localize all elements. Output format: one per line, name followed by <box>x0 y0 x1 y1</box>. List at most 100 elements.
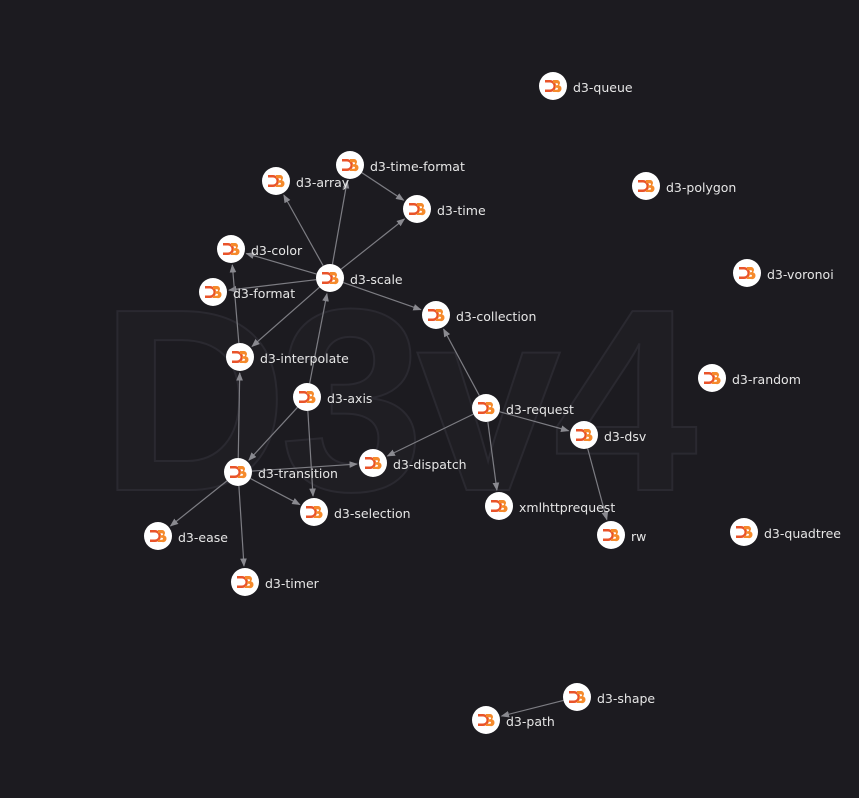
node-label: d3-time <box>437 203 486 218</box>
node-d3-transition[interactable]: d3-transition <box>224 458 338 486</box>
d3-logo-icon <box>638 180 655 193</box>
node-d3-collection[interactable]: d3-collection <box>422 301 536 329</box>
edge-d3-scale-to-d3-array <box>283 194 324 267</box>
node-label: d3-voronoi <box>767 267 834 282</box>
node-label: d3-timer <box>265 576 320 591</box>
edge-d3-dsv-to-rw <box>587 448 609 521</box>
node-label: d3-array <box>296 175 350 190</box>
edge-d3-axis-to-d3-selection <box>307 410 316 497</box>
d3-logo-icon <box>205 286 222 299</box>
edge-d3-scale-to-d3-collection <box>343 282 422 311</box>
node-circle <box>217 235 245 263</box>
node-d3-timer[interactable]: d3-timer <box>231 568 320 596</box>
node-d3-scale[interactable]: d3-scale <box>316 264 403 292</box>
node-label: d3-random <box>732 372 801 387</box>
d3-logo-icon <box>478 402 495 415</box>
node-d3-interpolate[interactable]: d3-interpolate <box>226 343 349 371</box>
node-d3-color[interactable]: d3-color <box>217 235 303 263</box>
d3-logo-icon <box>322 272 339 285</box>
nodes-layer: d3-queue d3-polygon d3-voronoi d3-random d3-… <box>144 72 841 734</box>
node-label: d3-dsv <box>604 429 647 444</box>
node-circle <box>224 458 252 486</box>
node-label: d3-interpolate <box>260 351 349 366</box>
node-d3-time[interactable]: d3-time <box>403 195 486 223</box>
d3-logo-icon <box>704 372 721 385</box>
d3-logo-icon <box>739 267 756 280</box>
node-circle <box>336 151 364 179</box>
node-circle <box>226 343 254 371</box>
d3-logo-icon <box>603 529 620 542</box>
edge-d3-request-to-d3-collection <box>443 328 480 396</box>
d3-logo-icon <box>232 351 249 364</box>
node-d3-selection[interactable]: d3-selection <box>300 498 411 526</box>
edge-d3-transition-to-d3-ease <box>169 480 228 527</box>
edge-d3-axis-to-d3-transition <box>248 406 298 461</box>
edge-d3-interpolate-to-d3-color <box>229 264 240 344</box>
edge-d3-request-to-d3-dispatch <box>386 413 474 457</box>
node-label: d3-shape <box>597 691 655 706</box>
node-d3-request[interactable]: d3-request <box>472 394 574 422</box>
edge-d3-time-format-to-d3-time <box>361 172 405 201</box>
d3-logo-icon <box>342 159 359 172</box>
node-d3-axis[interactable]: d3-axis <box>293 383 372 411</box>
edge-d3-shape-to-d3-path <box>500 699 564 718</box>
node-circle <box>316 264 344 292</box>
node-label: d3-polygon <box>666 180 736 195</box>
node-d3-queue[interactable]: d3-queue <box>539 72 633 100</box>
node-circle <box>733 259 761 287</box>
edge-d3-transition-to-d3-interpolate <box>236 372 243 459</box>
node-d3-shape[interactable]: d3-shape <box>563 683 655 711</box>
edge-d3-scale-to-d3-interpolate <box>251 286 320 347</box>
node-d3-path[interactable]: d3-path <box>472 706 555 734</box>
node-d3-time-format[interactable]: d3-time-format <box>336 151 465 179</box>
edge-d3-transition-to-d3-selection <box>250 477 301 506</box>
d3-logo-icon <box>230 466 247 479</box>
node-label: d3-scale <box>350 272 403 287</box>
node-circle <box>262 167 290 195</box>
node-label: d3-transition <box>258 466 338 481</box>
node-circle <box>597 521 625 549</box>
d3-logo-icon <box>569 691 586 704</box>
node-d3-ease[interactable]: d3-ease <box>144 522 228 550</box>
node-label: rw <box>631 529 646 544</box>
node-circle <box>485 492 513 520</box>
node-d3-polygon[interactable]: d3-polygon <box>632 172 736 200</box>
node-d3-dispatch[interactable]: d3-dispatch <box>359 449 467 477</box>
node-circle <box>730 518 758 546</box>
edges-layer <box>169 172 609 718</box>
edge-d3-transition-to-d3-dispatch <box>251 461 358 472</box>
edge-d3-scale-to-d3-time <box>340 218 406 270</box>
edge-d3-scale-to-d3-format <box>228 279 317 293</box>
node-circle <box>300 498 328 526</box>
node-d3-dsv[interactable]: d3-dsv <box>570 421 647 449</box>
edge-d3-scale-to-d3-time-format <box>331 179 350 265</box>
node-d3-random[interactable]: d3-random <box>698 364 801 392</box>
node-d3-array[interactable]: d3-array <box>262 167 350 195</box>
node-label: d3-path <box>506 714 555 729</box>
node-circle <box>539 72 567 100</box>
node-label: d3-queue <box>573 80 633 95</box>
node-label: d3-dispatch <box>393 457 467 472</box>
node-circle <box>422 301 450 329</box>
node-label: d3-time-format <box>370 159 465 174</box>
node-rw[interactable]: rw <box>597 521 646 549</box>
node-label: d3-axis <box>327 391 372 406</box>
node-d3-voronoi[interactable]: d3-voronoi <box>733 259 834 287</box>
d3-logo-icon <box>478 714 495 727</box>
node-d3-format[interactable]: d3-format <box>199 278 295 306</box>
d3-logo-icon <box>237 576 254 589</box>
d3-logo-icon <box>576 429 593 442</box>
node-circle <box>403 195 431 223</box>
d3-logo-icon <box>491 500 508 513</box>
edge-d3-transition-to-d3-timer <box>238 485 247 567</box>
node-circle <box>293 383 321 411</box>
node-xmlhttprequest[interactable]: xmlhttprequest <box>485 492 615 520</box>
edge-d3-scale-to-d3-color <box>245 252 317 275</box>
node-d3-quadtree[interactable]: d3-quadtree <box>730 518 841 546</box>
d3-logo-icon <box>268 175 285 188</box>
node-circle <box>698 364 726 392</box>
edge-d3-request-to-d3-dsv <box>499 411 570 432</box>
node-circle <box>144 522 172 550</box>
d3-logo-icon <box>306 506 323 519</box>
node-label: xmlhttprequest <box>519 500 615 515</box>
